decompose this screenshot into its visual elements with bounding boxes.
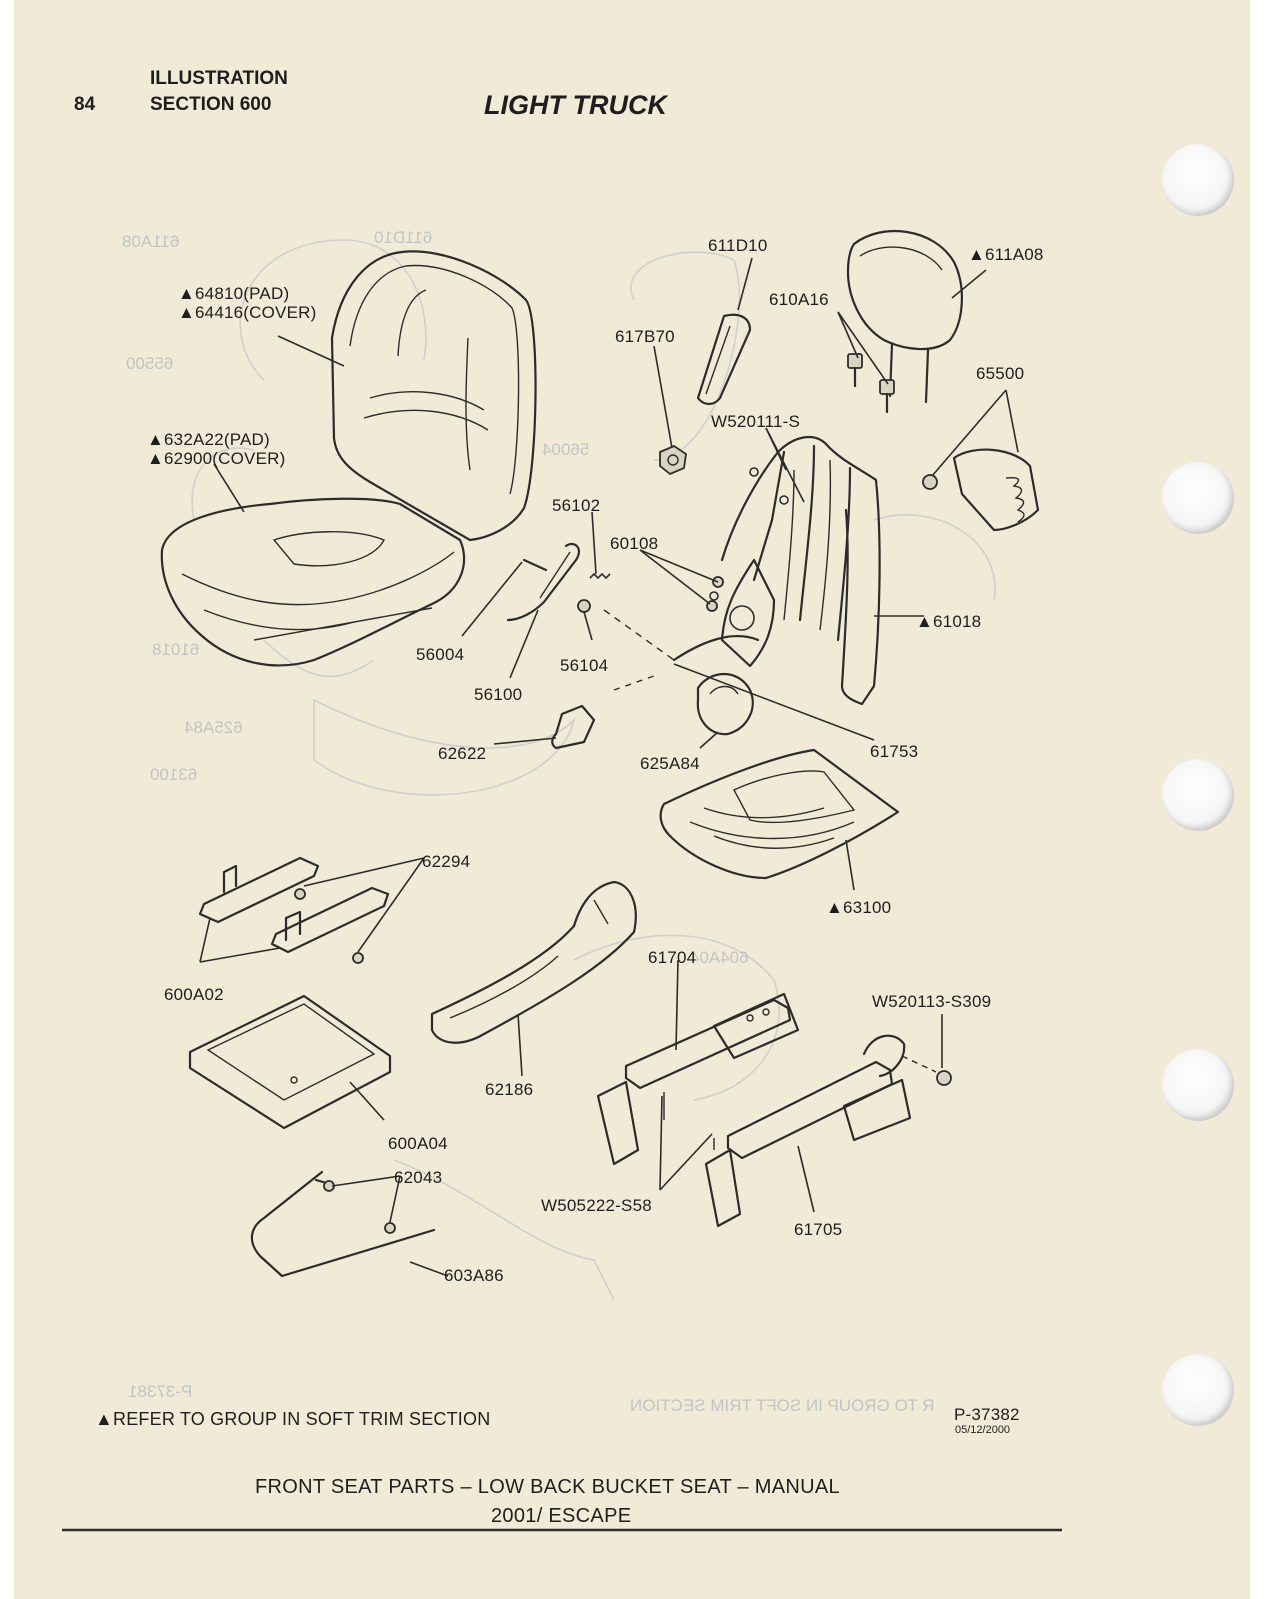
- pin-56004: [522, 558, 548, 572]
- leader-lines: [199, 257, 1019, 1277]
- suspension-63100: [659, 748, 900, 880]
- headrest-guides-610A16: [847, 353, 895, 414]
- rod-603A86: [250, 1170, 436, 1278]
- seat-shield-62186: [430, 880, 637, 1044]
- callout-611D10: 611D10: [708, 236, 768, 255]
- spring-56102: [589, 572, 611, 580]
- bleed-through-art: [191, 239, 996, 1301]
- manual-page: 611A08 611D10 65500 56004 61018 625A84 6…: [14, 0, 1250, 1599]
- bushing-56104: [577, 599, 591, 613]
- callout-61018: ▲61018: [916, 612, 982, 631]
- callout-610A16: 610A16: [769, 290, 829, 309]
- callout-W520111-S: W520111-S: [711, 412, 801, 431]
- binder-hole: [1162, 759, 1234, 831]
- callout-60108: 60108: [610, 534, 659, 553]
- headrest-611A08: [846, 229, 963, 404]
- illustration-date: 05/12/2000: [955, 1424, 1011, 1436]
- callout-61704: 61704: [648, 948, 697, 967]
- seat-back-pad-cover: [330, 250, 537, 542]
- page-title: LIGHT TRUCK: [484, 90, 667, 120]
- lumbar-support-65500: [922, 448, 1040, 532]
- binder-hole: [1162, 1049, 1234, 1121]
- callout-W520113-S309: W520113-S309: [872, 992, 992, 1011]
- knob-617B70: [659, 444, 687, 476]
- brackets-600A02: [198, 856, 390, 964]
- seat-track-61704: [596, 992, 800, 1166]
- storage-tray-600A04: [188, 994, 392, 1130]
- callout-625A84: 625A84: [640, 754, 700, 773]
- section-line-2: SECTION 600: [150, 94, 272, 115]
- binder-hole: [1162, 144, 1234, 216]
- callout-W505222-S58: W505222-S58: [541, 1196, 652, 1215]
- page-caption: FRONT SEAT PARTS – LOW BACK BUCKET SEAT …: [255, 1476, 840, 1498]
- callout-64416-cover: ▲64416(COVER): [178, 303, 317, 322]
- callout-62043: 62043: [394, 1168, 443, 1187]
- footnote-soft-trim: ▲REFER TO GROUP IN SOFT TRIM SECTION: [95, 1409, 491, 1429]
- callout-61705: 61705: [794, 1220, 843, 1239]
- recliner-handle-56100: [506, 542, 581, 622]
- illustration-code: P-37382: [954, 1405, 1020, 1424]
- callout-632A22-pad: ▲632A22(PAD): [147, 430, 270, 449]
- callout-600A02: 600A02: [164, 985, 224, 1004]
- callout-56100: 56100: [474, 685, 523, 704]
- handle-62622: [551, 675, 655, 750]
- callout-62186: 62186: [485, 1080, 534, 1099]
- callout-603A86: 603A86: [444, 1266, 504, 1285]
- seat-back-frame-61018: [672, 435, 881, 706]
- callout-64810-pad: ▲64810(PAD): [178, 284, 290, 303]
- callout-617B70: 617B70: [615, 327, 675, 346]
- recliner-cover-625A84: [696, 673, 754, 736]
- binder-hole: [1162, 1354, 1234, 1426]
- binder-hole: [1162, 462, 1234, 534]
- side-shield-611D10: [696, 313, 752, 406]
- exploded-seat-diagram: [62, 229, 1062, 1532]
- callout-61753: 61753: [870, 742, 919, 761]
- page-number: 84: [74, 94, 96, 115]
- callout-62622: 62622: [438, 744, 487, 763]
- callout-600A04: 600A04: [388, 1134, 448, 1153]
- seat-track-61705: [663, 1034, 952, 1228]
- seat-cushion-pad-cover: [160, 497, 466, 667]
- section-line-1: ILLUSTRATION: [150, 68, 288, 89]
- callout-56102: 56102: [552, 496, 601, 515]
- callout-56004: 56004: [416, 645, 465, 664]
- vehicle-model: 2001/ ESCAPE: [491, 1505, 632, 1527]
- callout-65500: 65500: [976, 364, 1025, 383]
- callout-611A08: ▲611A08: [968, 245, 1044, 264]
- callout-62294: 62294: [422, 852, 471, 871]
- callout-62900-cover: ▲62900(COVER): [147, 449, 286, 468]
- callout-63100: ▲63100: [826, 898, 892, 917]
- callout-56104: 56104: [560, 656, 609, 675]
